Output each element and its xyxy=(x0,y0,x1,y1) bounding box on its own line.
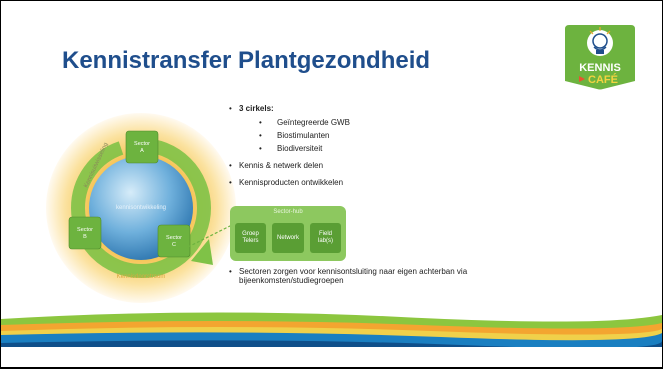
logo-kennis: KENNIS xyxy=(579,62,621,74)
sub-bullet-3: •Biodiversiteit xyxy=(259,144,323,153)
svg-text:Sector: Sector xyxy=(166,235,182,241)
logo-cafe: CAFÉ xyxy=(588,73,618,86)
lightbulb-coffee-cup-icon xyxy=(589,27,611,54)
slide-title: Kennistransfer Plantgezondheid xyxy=(62,47,431,74)
bullet-sectoren-cont: bijeenkomsten/studiegroepen xyxy=(239,276,344,285)
sector-c-box: Sector C xyxy=(157,224,191,258)
decorative-wave-band xyxy=(1,312,662,351)
knowledge-circle-diagram: kennisontwikkeling Kennisuitwisseling Ke… xyxy=(46,113,236,303)
sector-a-box: Sector A xyxy=(125,130,159,164)
svg-text:A: A xyxy=(140,148,144,154)
bullet-circles: •3 cirkels: xyxy=(229,104,274,113)
svg-text:C: C xyxy=(172,242,176,248)
hub-network: Network xyxy=(272,223,304,253)
sub-bullet-2: •Biostimulanten xyxy=(259,131,330,140)
bullet-kennis-netwerk: •Kennis & netwerk delen xyxy=(229,161,324,170)
bullet-kennisproducten: •Kennisproducten ontwikkelen xyxy=(229,178,344,187)
svg-text:Sector: Sector xyxy=(77,227,93,233)
core-label: kennisontwikkeling xyxy=(116,205,166,211)
outer-bottom-label: Kennisdoorstroom xyxy=(117,274,166,280)
sector-hub-title: Sector-hub xyxy=(273,209,303,215)
sector-b-box: Sector B xyxy=(68,216,102,250)
sub-bullet-1: •Geïntegreerde GWB xyxy=(259,118,350,127)
svg-text:Sector: Sector xyxy=(134,141,150,147)
svg-text:B: B xyxy=(83,234,87,240)
bullet-sectoren: •Sectoren zorgen voor kennisontsluiting … xyxy=(229,267,468,276)
sector-c-hub-connector xyxy=(187,224,233,248)
kennis-cafe-logo: KENNIS CAFÉ xyxy=(565,25,635,90)
slide-footer xyxy=(1,347,662,367)
